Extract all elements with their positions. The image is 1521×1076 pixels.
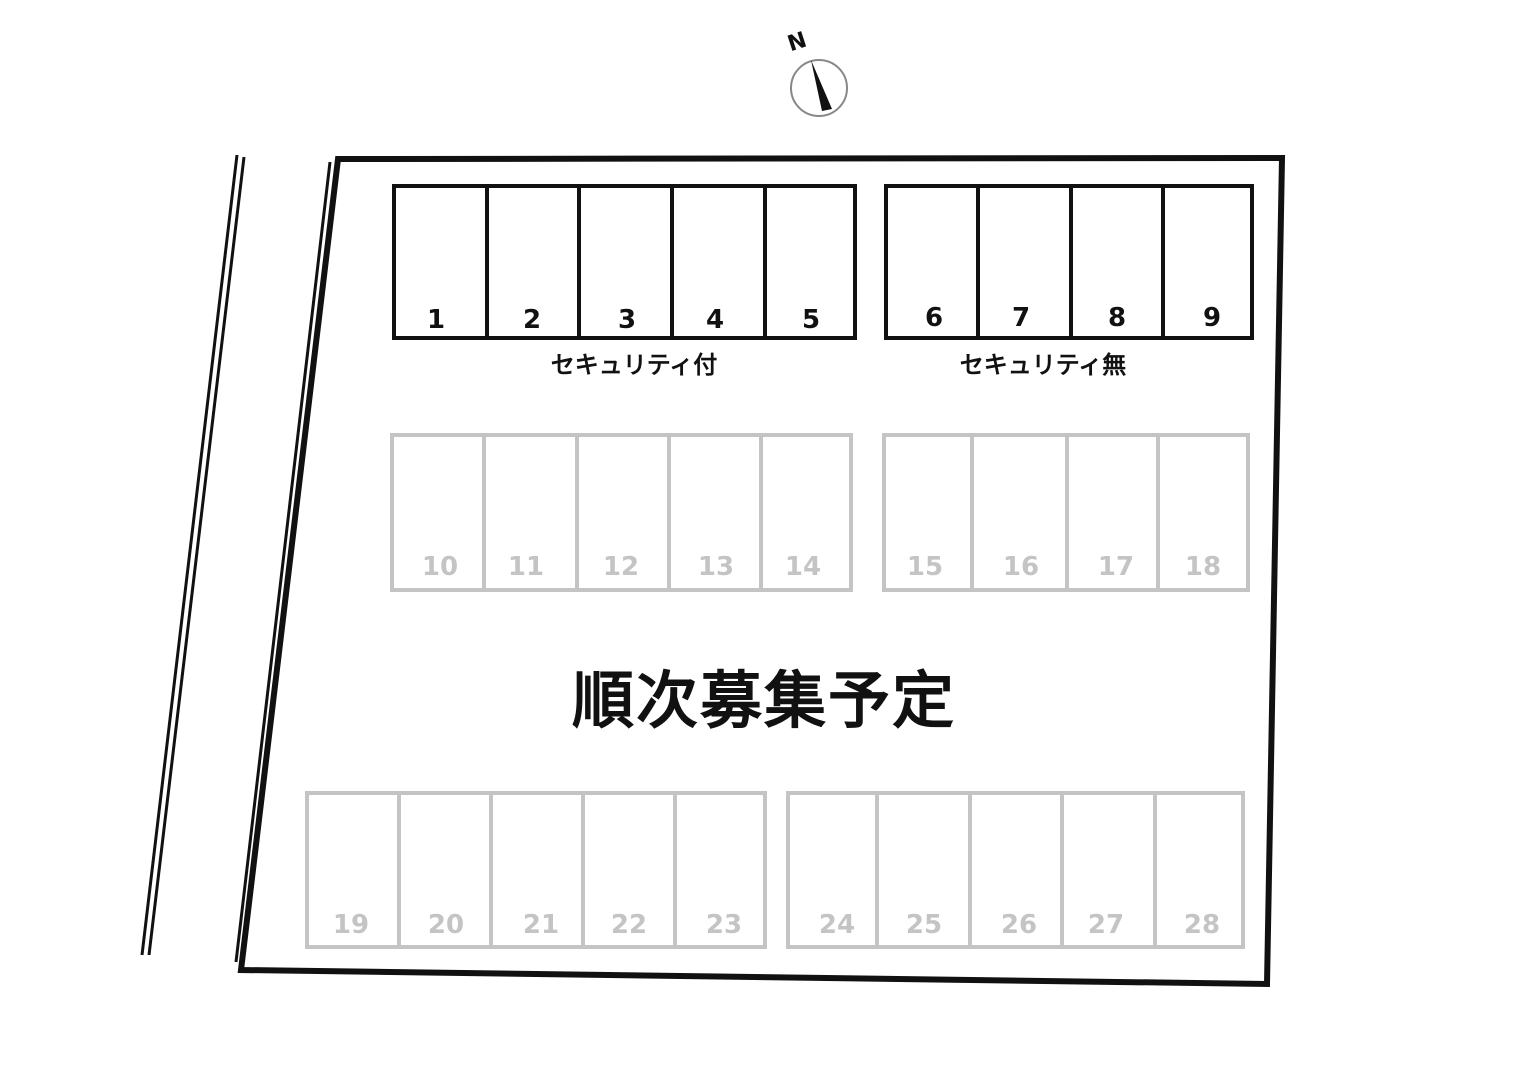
slot-number: 11 [507,552,545,582]
slot-number: 2 [522,305,542,335]
slot-number: 22 [610,910,648,940]
slot-number: 3 [617,305,637,335]
lot-boundary [237,154,1286,988]
group-label-without-security: セキュリティ無 [959,351,1127,379]
north-arrow-icon [790,59,848,117]
slot-group-middle-right [882,433,1250,592]
slot-number: 4 [705,305,725,335]
slot-number: 19 [332,910,370,940]
slot-group-bottom-left [305,791,767,949]
slot-number: 8 [1107,303,1127,333]
slot-number: 14 [784,552,822,582]
slot-number: 20 [427,910,465,940]
slot-number: 15 [906,552,944,582]
slot-number: 6 [924,303,944,333]
slot-number: 9 [1202,303,1222,333]
slot-group-bottom-right [786,791,1245,949]
road-lines [140,154,332,963]
slot-number: 24 [818,910,856,940]
slot-number: 1 [426,305,446,335]
slot-number: 16 [1002,552,1040,582]
slot-number: 27 [1087,910,1125,940]
slot-number: 7 [1011,303,1031,333]
slot-number: 21 [522,910,560,940]
slot-number: 28 [1183,910,1221,940]
slot-number: 17 [1097,552,1135,582]
slot-number: 25 [905,910,943,940]
slot-number: 10 [421,552,459,582]
slot-number: 18 [1184,552,1222,582]
slot-group-top-left [392,184,857,340]
slot-group-top-right [884,184,1254,340]
group-label-with-security: セキュリティ付 [550,351,718,379]
slot-number: 13 [697,552,735,582]
slot-number: 5 [801,305,821,335]
slot-group-middle-left [390,433,853,592]
slot-number: 12 [602,552,640,582]
slot-number: 23 [705,910,743,940]
recruitment-notice: 順次募集予定 [571,664,957,737]
slot-number: 26 [1000,910,1038,940]
